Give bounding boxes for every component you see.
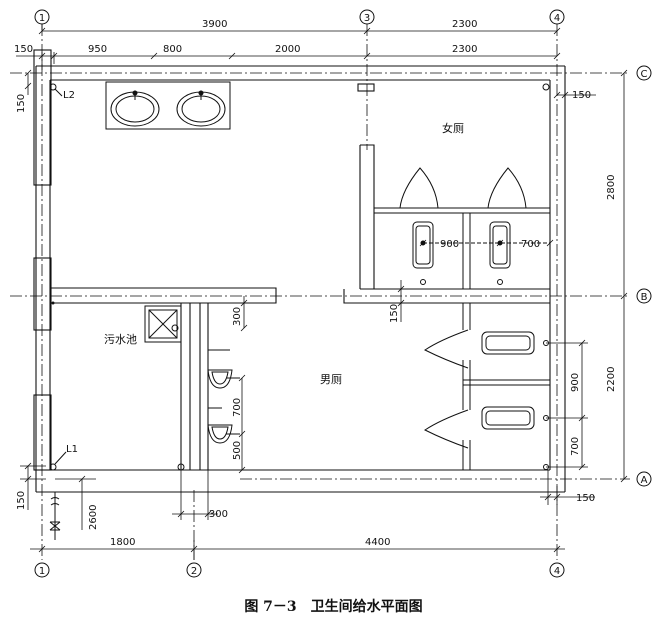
washbasin-counter (105, 81, 231, 130)
svg-text:B: B (641, 292, 648, 303)
exterior-walls (33, 49, 566, 493)
axis-bubble-A: A (636, 471, 652, 487)
axis-bubble-4-bottom: 4 (549, 562, 565, 578)
svg-text:2000: 2000 (275, 44, 300, 55)
washbasin-icon (176, 90, 226, 127)
svg-text:900: 900 (570, 373, 581, 392)
svg-text:300: 300 (209, 509, 228, 520)
svg-text:150: 150 (16, 491, 27, 510)
riser-L1: L1 (49, 83, 550, 471)
room-label-men: 男厕 (320, 373, 342, 386)
axis-bubble-1-top: 1 (34, 9, 50, 30)
svg-text:900: 900 (440, 239, 459, 250)
svg-text:3: 3 (364, 13, 370, 24)
svg-text:4: 4 (554, 566, 560, 577)
men-stalls: 男厕 (320, 303, 550, 470)
dimension-lines (16, 27, 628, 560)
figure-caption: 图 7－3 卫生间给水平面图 (244, 599, 423, 615)
svg-text:150: 150 (14, 44, 33, 55)
room-label-mop-sink: 污水池 (104, 333, 137, 346)
svg-text:L2: L2 (63, 90, 75, 101)
svg-text:2: 2 (191, 566, 197, 577)
svg-text:150: 150 (389, 304, 400, 323)
axis-bubble-B: B (636, 288, 652, 304)
toilet-icon (481, 331, 535, 355)
svg-text:1: 1 (39, 566, 45, 577)
svg-text:800: 800 (163, 44, 182, 55)
interior-walls (50, 144, 550, 470)
svg-text:300: 300 (232, 307, 243, 326)
svg-text:C: C (641, 69, 648, 80)
axis-bubble-2-bottom: 2 (186, 562, 202, 578)
svg-text:150: 150 (576, 493, 595, 504)
svg-text:4400: 4400 (365, 537, 390, 548)
svg-text:700: 700 (521, 239, 540, 250)
svg-text:4: 4 (554, 13, 560, 24)
svg-text:1: 1 (39, 13, 45, 24)
svg-text:1800: 1800 (110, 537, 135, 548)
svg-text:2600: 2600 (88, 505, 99, 530)
riser-L2: L2 (49, 83, 75, 101)
dimension-labels: 3900 2300 150 950 800 2000 2300 150 150 … (14, 19, 617, 548)
women-stalls: 900 700 女厕 (374, 121, 550, 289)
svg-text:2300: 2300 (452, 19, 477, 30)
axis-bubble-1-bottom: 1 (34, 562, 50, 578)
svg-text:2800: 2800 (606, 175, 617, 200)
toilet-icon (412, 221, 434, 269)
svg-text:950: 950 (88, 44, 107, 55)
svg-text:150: 150 (16, 94, 27, 113)
urinal-icon (207, 424, 233, 444)
urinals (207, 349, 240, 444)
svg-text:700: 700 (570, 437, 581, 456)
svg-text:700: 700 (232, 398, 243, 417)
svg-text:L1: L1 (66, 444, 78, 455)
axis-bubble-4-top: 4 (549, 9, 565, 25)
room-label-women: 女厕 (442, 121, 464, 135)
svg-text:2200: 2200 (606, 367, 617, 392)
svg-text:2300: 2300 (452, 44, 477, 55)
urinal-icon (207, 369, 233, 389)
svg-text:500: 500 (232, 441, 243, 460)
axis-lines (10, 24, 630, 560)
washbasin-icon (110, 90, 160, 127)
svg-text:A: A (641, 475, 648, 486)
service-pipe-entry (49, 492, 61, 540)
toilet-icon (489, 221, 511, 269)
axis-bubble-C: C (636, 65, 652, 81)
svg-text:3900: 3900 (202, 19, 227, 30)
svg-text:150: 150 (572, 90, 591, 101)
toilet-icon (481, 406, 535, 430)
mop-sink: 污水池 (104, 305, 182, 346)
axis-bubble-3-top: 3 (359, 9, 375, 25)
